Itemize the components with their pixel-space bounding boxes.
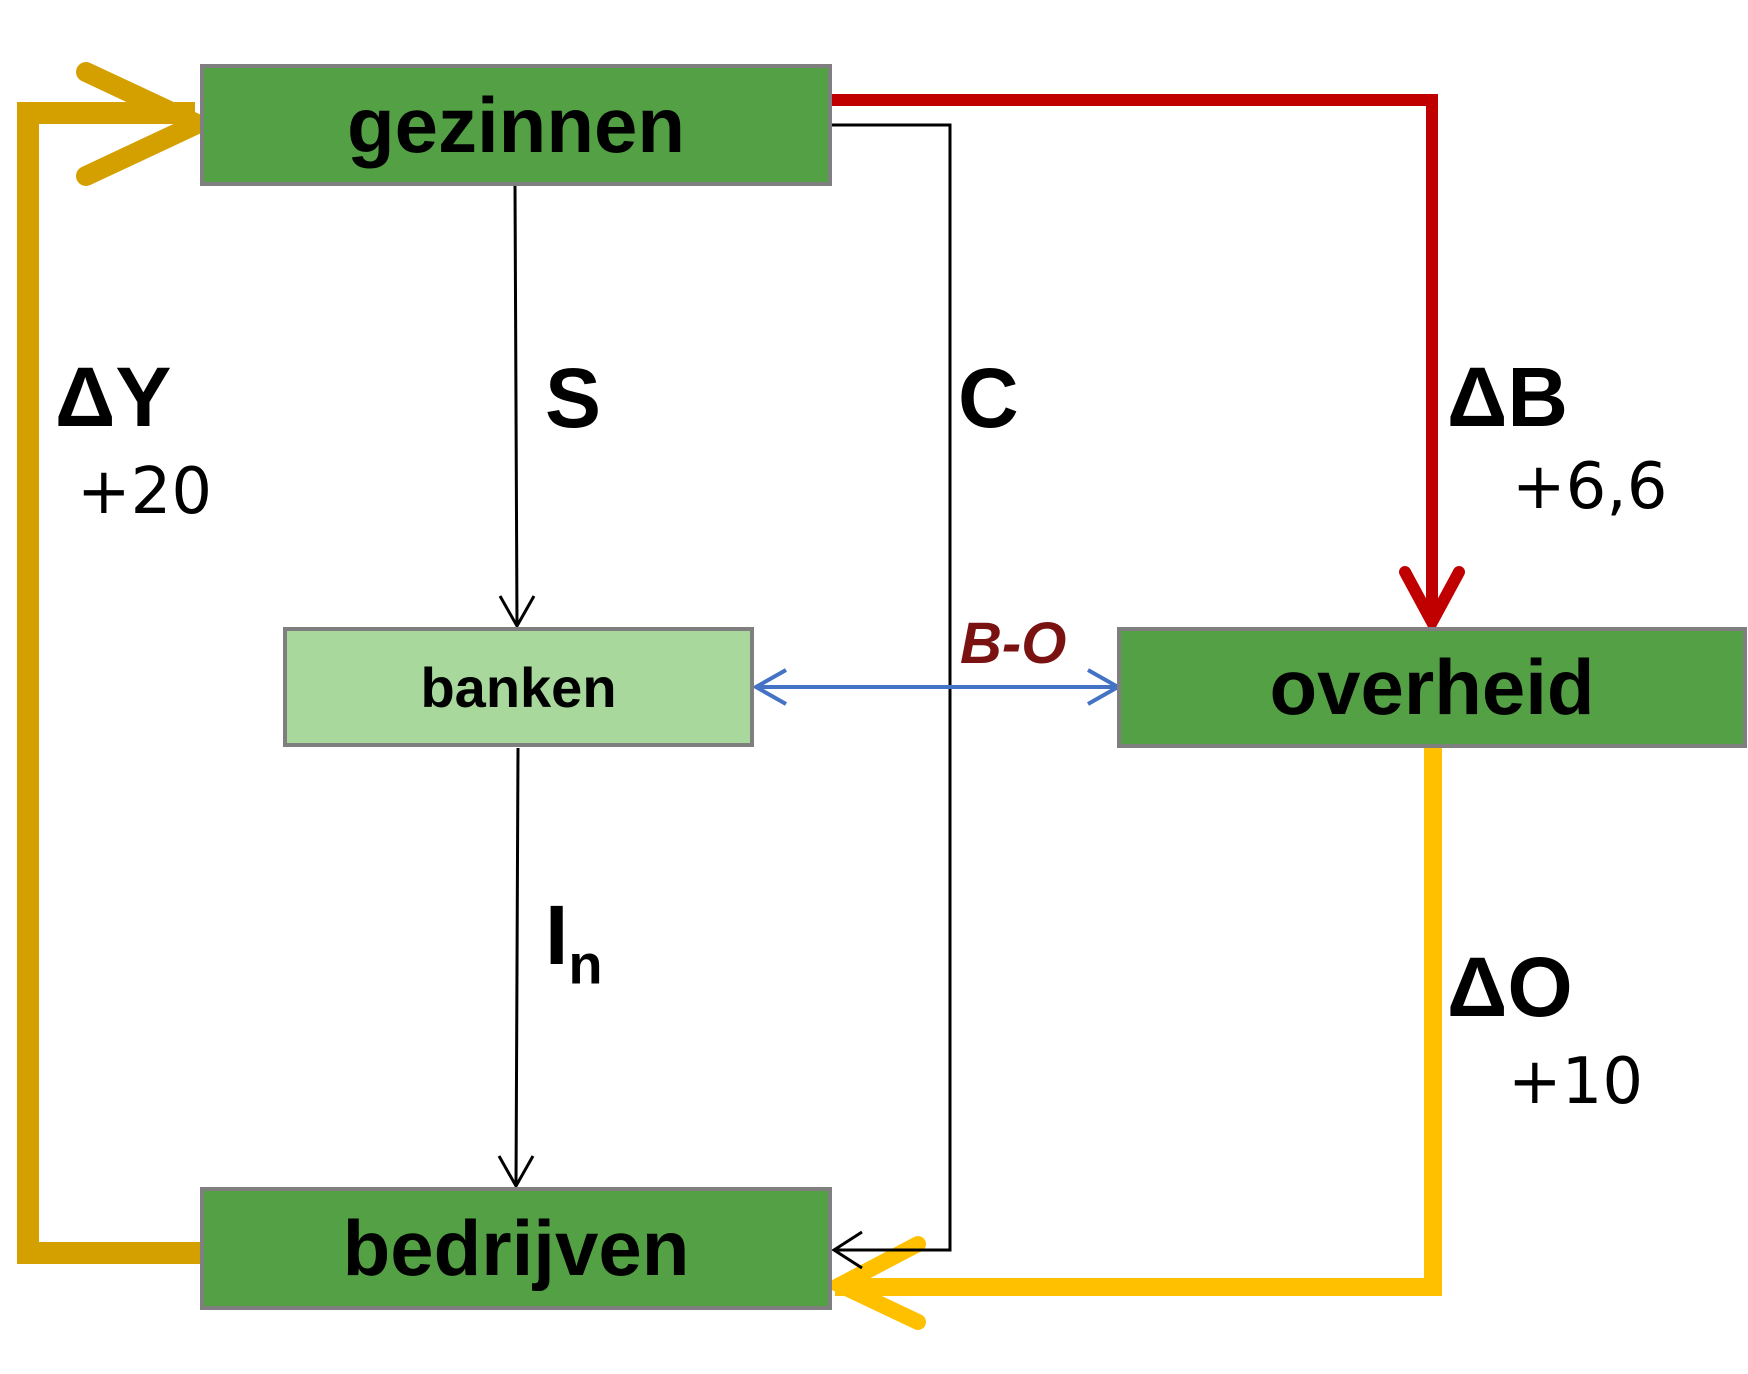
consumption-label: C <box>958 351 1019 445</box>
taxes-flow-arrowhead <box>1399 566 1465 635</box>
income-flow-label: ΔY <box>55 350 172 444</box>
savings-flow-arrowhead <box>498 595 536 630</box>
households-label: gezinnen <box>346 80 685 169</box>
income-flow-arrowhead <box>76 62 221 186</box>
taxes-flow-label: ΔB <box>1447 350 1569 444</box>
savings-label: S <box>545 351 602 445</box>
income-flow-line <box>17 102 202 1264</box>
spending-flow-arrowhead <box>822 1236 926 1330</box>
spending-flow-line <box>835 748 1442 1296</box>
investment-flow-arrowhead <box>497 1155 535 1190</box>
income-flow-value: +20 <box>77 455 213 529</box>
investment-subscript: n <box>568 932 603 996</box>
investment-flow-line <box>514 747 520 1187</box>
banks-label: banken <box>420 655 617 719</box>
deficit-label: B-O <box>960 611 1067 676</box>
banks-box: banken <box>283 627 754 747</box>
spending-flow-label: ΔO <box>1447 940 1573 1034</box>
taxes-flow-line <box>830 94 1438 615</box>
government-box: overheid <box>1117 627 1747 748</box>
investment-symbol: I <box>545 888 569 982</box>
government-label: overheid <box>1269 643 1595 731</box>
taxes-flow-value: +6,6 <box>1512 450 1668 524</box>
households-box: gezinnen <box>200 64 832 186</box>
investment-label: In <box>545 893 603 993</box>
firms-box: bedrijven <box>200 1187 832 1310</box>
consumption-flow-arrowhead <box>831 1230 863 1270</box>
finance-flow-arrowhead-left <box>751 668 787 706</box>
spending-flow-value: +10 <box>1508 1045 1644 1119</box>
savings-flow-line <box>513 185 519 627</box>
firms-label: bedrijven <box>342 1204 690 1292</box>
